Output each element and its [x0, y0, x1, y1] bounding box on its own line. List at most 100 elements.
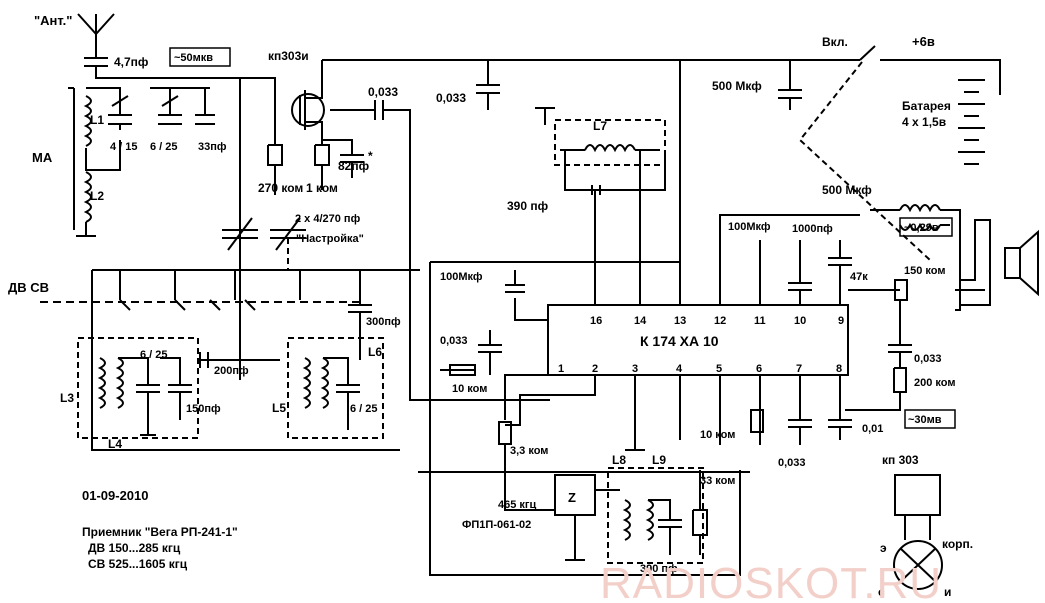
label-tuning-name: "Настройка"	[296, 233, 364, 245]
chip-bottom-pins: 1 2 3 4 5 6 7 8	[558, 363, 842, 375]
chip-pin-13: 13	[674, 315, 686, 327]
output-transformer	[870, 204, 961, 311]
label-c-150: 150пф	[186, 403, 221, 415]
label-fet: кп303и	[268, 49, 309, 63]
label-c-0033-bottom: 0,033	[778, 457, 806, 469]
label-c-001: 0,01	[862, 423, 883, 435]
label-c-500-mid: 500 Мкф	[822, 183, 872, 197]
label-r-150k: 150 ком	[904, 265, 945, 277]
chip-pin-6: 6	[756, 363, 762, 375]
chip-name: К 174 ХА 10	[640, 333, 719, 349]
label-c-100-top: 100Мкф	[728, 221, 771, 233]
receiver-line2: ДВ 150...285 кгц	[88, 541, 181, 555]
power-switch-label: Вкл.	[822, 35, 848, 49]
speaker-symbol	[955, 219, 1039, 306]
chip-pin-3: 3	[632, 363, 638, 375]
coil-label-l7: L7	[593, 119, 607, 133]
ma-label: МА	[32, 150, 53, 165]
chip-pin-1: 1	[558, 363, 564, 375]
receiver-line1: Приемник "Вега РП-241-1"	[82, 525, 238, 539]
label-tuning-cap: 2 х 4/270 пф	[295, 213, 361, 225]
coil-label-l6: L6	[368, 345, 382, 359]
level-30-box: ~30мв	[904, 409, 956, 429]
label-c-6-25-top: 6 / 25	[150, 141, 178, 153]
label-r-33k: 3,3 ком	[510, 445, 548, 457]
receiver-line3: СВ 525...1605 кгц	[88, 557, 188, 571]
coil-label-l4: L4	[108, 437, 122, 451]
watermark: RADIOSKOT.RU	[600, 559, 942, 603]
coil-l9	[645, 499, 654, 541]
level-50-box: ~50мкв	[169, 47, 231, 67]
label-c-100-left: 100Мкф	[440, 271, 483, 283]
chip-pin-2: 2	[592, 363, 598, 375]
coil-label-l8: L8	[612, 453, 626, 467]
fet-pinout-circle	[893, 540, 943, 590]
label-r-200k: 200 ком	[914, 377, 955, 389]
label-r-1k: 1 ком	[306, 181, 338, 195]
label-r-10k-left: 10 ком	[452, 383, 487, 395]
label-c-6-25-l6: 6 / 25	[350, 403, 378, 415]
chip-pin-7: 7	[796, 363, 802, 375]
label-c-82-mark: *	[368, 149, 373, 163]
coil-l7	[560, 144, 660, 153]
label-filter-name: ФП1П-061-02	[462, 519, 531, 531]
label-c-0033-right: 0,033	[914, 353, 942, 365]
label-r-33k-bottom: 33 ком	[700, 475, 735, 487]
chip-pin-11: 11	[754, 315, 766, 327]
band-switch-label: ДВ СВ	[8, 280, 49, 295]
label-c-1000: 1000пф	[792, 223, 833, 235]
chip-pin-8: 8	[836, 363, 842, 375]
chip-pin-12: 12	[714, 315, 726, 327]
label-c-500-top: 500 Мкф	[712, 79, 762, 93]
fet-pinout-body: корп.	[942, 537, 973, 551]
coil-l1	[83, 95, 92, 147]
chip-pin-9: 9	[838, 315, 844, 327]
label-c-82: 82пф	[338, 159, 370, 173]
chip-pin-5: 5	[716, 363, 722, 375]
chip-pin-14: 14	[634, 315, 647, 327]
label-c-ant: 4,7пф	[114, 55, 149, 69]
svg-text:~50мкв: ~50мкв	[174, 52, 213, 64]
fet-pinout-s: с	[878, 585, 885, 599]
label-r-10k-right: 10 ком	[700, 429, 735, 441]
antenna-label: "Ант."	[34, 13, 72, 28]
filter-symbol: Z	[568, 490, 576, 505]
coil-label-l2: L2	[90, 189, 104, 203]
coil-l8	[622, 499, 631, 541]
label-c-390-top: 390 пф	[507, 199, 549, 213]
label-r-270k: 270 ком	[258, 181, 303, 195]
label-c-33: 33пф	[198, 141, 227, 153]
label-c-300: 300пф	[366, 316, 401, 328]
coil-l6	[320, 357, 329, 409]
chip-pin-10: 10	[794, 315, 806, 327]
label-c-0033-left-top: 0,033	[436, 91, 466, 105]
fet-circle	[291, 93, 325, 127]
label-c-4-15: 4 / 15	[110, 141, 138, 153]
coil-l2	[83, 171, 92, 223]
label-c-6-25-l3: 6 / 25	[140, 349, 168, 361]
coil-l3	[97, 357, 106, 409]
svg-text:~30мв: ~30мв	[908, 414, 942, 426]
label-c-0033-mid: 0,033	[440, 335, 468, 347]
label-filter-freq: 465 кгц	[498, 499, 536, 511]
fet-pinout-e: э	[880, 541, 887, 555]
chip-pin-16: 16	[590, 315, 602, 327]
coil-label-l5: L5	[272, 401, 286, 415]
fet-symbol	[299, 60, 323, 140]
coil-l5	[302, 357, 311, 409]
fet-package	[894, 474, 941, 540]
chip-top-pins: 16 14 13 12 11 10 9	[590, 315, 844, 327]
coil-label-l1: L1	[90, 113, 104, 127]
level-029-box: ~0,29в	[899, 217, 953, 237]
coil-label-l3: L3	[60, 391, 74, 405]
fet-pinout-i: и	[944, 585, 951, 599]
label-c-200: 200пф	[214, 365, 249, 377]
chip-pin-4: 4	[676, 363, 683, 375]
battery-line2: 4 х 1,5в	[902, 115, 946, 129]
fet-pinout-title: кп 303	[882, 453, 919, 467]
schematic-wires	[40, 13, 1039, 590]
label-c-0033-top: 0,033	[368, 85, 398, 99]
chip-body	[547, 304, 849, 376]
label-r-47k: 47к	[850, 271, 868, 283]
coil-l4	[115, 357, 124, 409]
